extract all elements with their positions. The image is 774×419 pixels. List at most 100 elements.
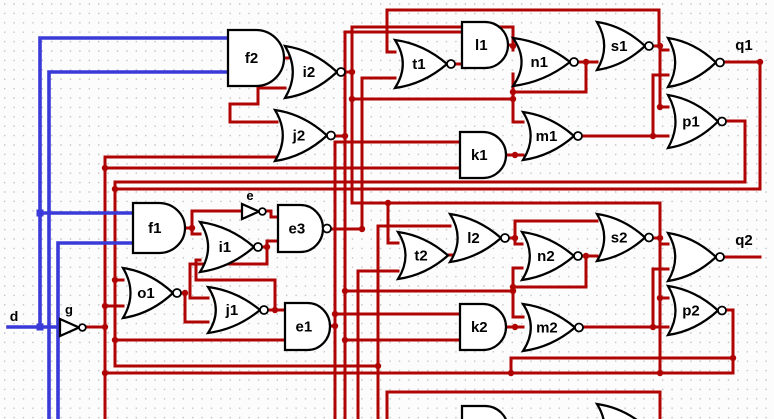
gate-body-s1[interactable] bbox=[594, 20, 647, 72]
gate-body-t2[interactable] bbox=[395, 230, 450, 281]
red-wire-43[interactable] bbox=[183, 291, 210, 324]
gate-label-i1: i1 bbox=[219, 239, 232, 256]
gate-q2-gate[interactable] bbox=[665, 231, 725, 283]
red-wire-15[interactable] bbox=[350, 97, 525, 124]
red-wire-39[interactable] bbox=[188, 245, 269, 300]
red-wire-21[interactable] bbox=[724, 119, 747, 184]
gate-n2[interactable]: n2 bbox=[519, 230, 583, 282]
wire-junction bbox=[582, 58, 590, 66]
wire-junction bbox=[101, 164, 109, 172]
gate-l2[interactable]: l2 bbox=[447, 212, 510, 264]
gate-body-m2[interactable] bbox=[520, 302, 577, 353]
gate-label-e3: e3 bbox=[289, 221, 306, 238]
red-wire-76[interactable] bbox=[724, 308, 735, 375]
gate-body-n1[interactable] bbox=[510, 36, 572, 88]
gate-label-t2: t2 bbox=[414, 248, 427, 265]
inversion-bubble-q1-gate bbox=[715, 57, 725, 68]
gate-m2[interactable]: m2 bbox=[520, 302, 584, 353]
gate-e1[interactable]: e1 bbox=[283, 301, 332, 352]
gate-f1[interactable]: f1 bbox=[131, 201, 187, 255]
gate-body-l2[interactable] bbox=[447, 212, 503, 264]
gate-k1[interactable]: k1 bbox=[458, 130, 508, 180]
wire-junction bbox=[111, 276, 119, 284]
gate-body-l1[interactable] bbox=[460, 20, 510, 70]
gate-body-j2[interactable] bbox=[272, 108, 329, 163]
gate-body-m1[interactable] bbox=[520, 110, 576, 162]
gate-body-i2[interactable] bbox=[282, 44, 339, 100]
wire-junction bbox=[656, 42, 664, 50]
gate-body-q2-gate[interactable] bbox=[665, 231, 718, 283]
red-wire-3[interactable] bbox=[350, 25, 515, 52]
gate-body-p2[interactable] bbox=[665, 284, 720, 337]
gate-t1[interactable]: t1 bbox=[392, 38, 456, 90]
red-wire-13[interactable] bbox=[511, 60, 588, 94]
gate-s3-partial[interactable] bbox=[594, 402, 655, 419]
gate-body-i1[interactable] bbox=[197, 220, 256, 274]
inversion-bubble-m1 bbox=[573, 131, 583, 141]
gate-body-o1[interactable] bbox=[120, 266, 175, 320]
blue-wire-4[interactable] bbox=[56, 241, 135, 419]
red-wire-32[interactable] bbox=[228, 86, 287, 124]
gate-body-f2[interactable] bbox=[226, 28, 286, 88]
red-wire-7[interactable] bbox=[385, 8, 397, 54]
gate-body-j1[interactable] bbox=[205, 285, 262, 335]
gate-body-e-inv[interactable] bbox=[240, 202, 262, 221]
gate-j2[interactable]: j2 bbox=[272, 108, 336, 163]
gate-s1[interactable]: s1 bbox=[594, 20, 654, 72]
gate-o1[interactable]: o1 bbox=[120, 266, 182, 320]
wire-junction bbox=[656, 369, 664, 377]
gate-body-f1[interactable] bbox=[131, 201, 187, 255]
gate-i2[interactable]: i2 bbox=[282, 44, 346, 100]
gate-e-inv[interactable] bbox=[240, 202, 267, 221]
blue-wire-3[interactable] bbox=[47, 70, 230, 419]
red-wire-36[interactable] bbox=[264, 209, 280, 219]
red-wire-67[interactable] bbox=[511, 266, 524, 293]
gate-body-p1[interactable] bbox=[665, 93, 720, 150]
red-wire-64[interactable] bbox=[513, 219, 599, 240]
wire-junction bbox=[101, 369, 109, 377]
gate-body-l3-partial[interactable] bbox=[460, 404, 508, 419]
red-wire-56[interactable] bbox=[386, 201, 400, 245]
gate-t2[interactable]: t2 bbox=[395, 230, 450, 281]
gate-body-e1[interactable] bbox=[283, 301, 332, 352]
red-wire-68[interactable] bbox=[343, 289, 525, 319]
red-wire-34[interactable] bbox=[190, 209, 244, 230]
red-wire-40[interactable] bbox=[194, 258, 277, 312]
wire-junction bbox=[507, 369, 515, 377]
red-wire-18[interactable] bbox=[651, 73, 670, 138]
gate-n1[interactable]: n1 bbox=[510, 36, 579, 88]
gate-f2[interactable]: f2 bbox=[226, 28, 286, 88]
gate-body-k2[interactable] bbox=[458, 302, 508, 352]
wire-junction bbox=[511, 234, 519, 242]
wire-junction bbox=[341, 287, 349, 295]
gate-body-k1[interactable] bbox=[458, 130, 508, 180]
gate-s2[interactable]: s2 bbox=[594, 212, 654, 263]
gate-j1[interactable]: j1 bbox=[205, 285, 269, 335]
red-wire-66[interactable] bbox=[511, 254, 588, 289]
red-wire-81[interactable] bbox=[385, 390, 662, 419]
gate-k2[interactable]: k2 bbox=[458, 302, 508, 352]
gate-body-t1[interactable] bbox=[392, 38, 449, 90]
gate-p2[interactable]: p2 bbox=[665, 284, 727, 337]
gate-body-q1-gate[interactable] bbox=[665, 36, 718, 89]
gate-q1-gate[interactable] bbox=[665, 36, 725, 89]
red-wire-73[interactable] bbox=[651, 267, 670, 329]
gate-i1[interactable]: i1 bbox=[197, 220, 263, 274]
gate-p1[interactable]: p1 bbox=[665, 93, 727, 150]
gate-body-s3-partial[interactable] bbox=[594, 402, 647, 419]
gate-l3-partial[interactable] bbox=[460, 404, 508, 419]
gate-l1[interactable]: l1 bbox=[460, 20, 510, 70]
gate-body-n2[interactable] bbox=[519, 230, 576, 282]
gate-e3[interactable]: e3 bbox=[276, 203, 332, 254]
gate-label-l2: l2 bbox=[467, 230, 480, 247]
input-d: d bbox=[10, 308, 19, 324]
gate-body-s2[interactable] bbox=[594, 212, 647, 263]
wire-junction bbox=[263, 243, 271, 251]
gate-body-g-inv[interactable] bbox=[58, 317, 82, 338]
gate-g-inv[interactable] bbox=[58, 317, 87, 338]
gate-m1[interactable]: m1 bbox=[520, 110, 583, 162]
blue-wire-1[interactable] bbox=[38, 36, 230, 329]
wire-junction bbox=[36, 209, 44, 217]
gate-label-o1: o1 bbox=[137, 285, 155, 302]
